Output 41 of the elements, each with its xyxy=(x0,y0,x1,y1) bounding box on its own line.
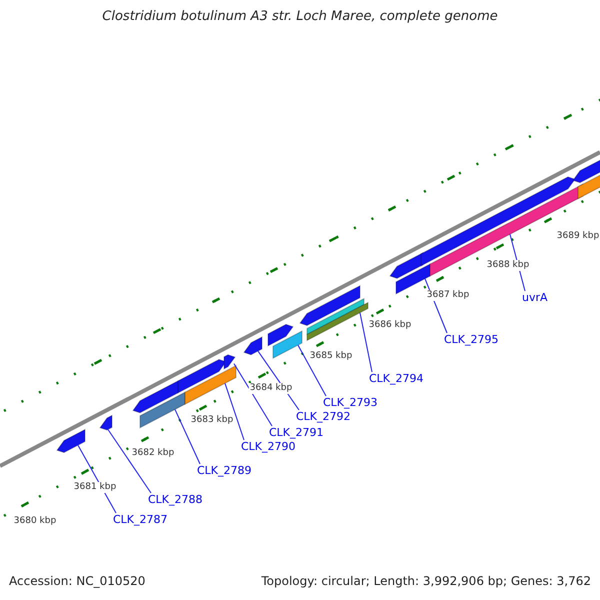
leader-line xyxy=(298,344,326,396)
gene-block xyxy=(224,354,236,370)
leader-line xyxy=(224,382,244,440)
gene-block xyxy=(132,380,178,414)
gene-bar xyxy=(140,391,186,429)
gene-label: CLK_2793 xyxy=(323,396,378,410)
scale-label: 3682 kbp xyxy=(130,448,176,459)
gene-block xyxy=(268,324,294,347)
gene-label: CLK_2788 xyxy=(148,493,203,507)
scale-label: 3687 kbp xyxy=(426,290,470,301)
leader-line xyxy=(108,429,152,494)
gene-bar xyxy=(272,330,302,360)
gene-label: CLK_2790 xyxy=(241,440,296,454)
gene-bar xyxy=(306,302,368,342)
gene-label: CLK_2794 xyxy=(369,372,424,386)
scale-label: 3689 kbp xyxy=(556,231,600,242)
scale-label: 3683 kbp xyxy=(190,415,234,426)
leader-line xyxy=(174,408,200,464)
gene-block xyxy=(389,252,424,279)
scale-label: 3680 kbp xyxy=(12,516,58,527)
gene-label: CLK_2791 xyxy=(269,426,324,440)
gene-block xyxy=(56,428,86,454)
gene-block xyxy=(299,284,360,326)
leader-line xyxy=(360,312,372,372)
gene-label: uvrA xyxy=(522,291,548,305)
leader-line xyxy=(234,363,272,426)
scale-label: 3688 kbp xyxy=(486,260,530,271)
footer-text: Topology: circular; Length: 3,992,906 bp; Genes: 3,762 xyxy=(261,574,591,588)
gene-bar xyxy=(184,364,236,406)
title: Clostridium botulinum A3 str. Loch Maree, complete genome xyxy=(102,9,498,24)
scale-label: 3685 kbp xyxy=(308,351,354,362)
gene-block xyxy=(243,336,262,356)
gene-block xyxy=(99,414,112,431)
scale-label: 3681 kbp xyxy=(72,482,118,493)
scale-label: 3684 kbp xyxy=(248,383,294,394)
gene-label: CLK_2789 xyxy=(197,464,252,478)
gene-label: CLK_2792 xyxy=(296,410,351,424)
footer-text: Accession: NC_010520 xyxy=(9,574,146,588)
scale-label: 3686 kbp xyxy=(368,320,412,331)
gene-label: CLK_2787 xyxy=(113,513,168,527)
gene-label: CLK_2795 xyxy=(444,333,499,347)
